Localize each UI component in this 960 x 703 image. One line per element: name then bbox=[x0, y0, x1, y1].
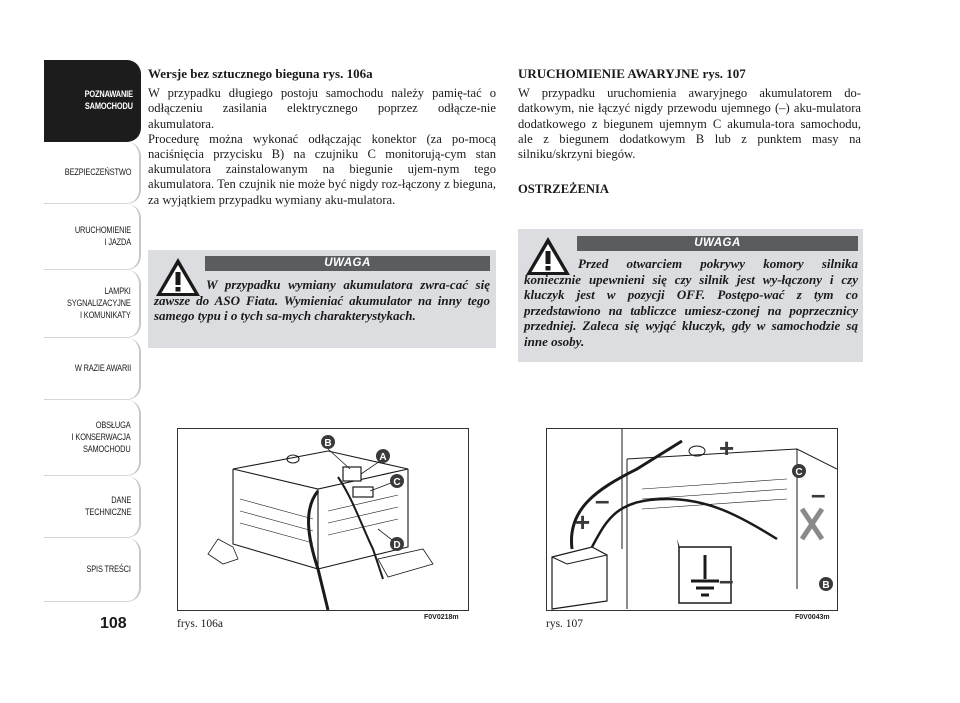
callout-c: C bbox=[390, 474, 404, 488]
tab-obsluga-i-konserwacja[interactable]: OBSŁUGA I KONSERWACJA SAMOCHODU bbox=[44, 400, 141, 476]
battery-illustration: B A C D bbox=[207, 435, 434, 610]
section-heading: URUCHOMIENIE AWARYJNE rys. 107 bbox=[518, 66, 746, 81]
figure-battery-connector: B A C D bbox=[177, 428, 469, 611]
right-column: URUCHOMIENIE AWARYJNE rys. 107 W przypad… bbox=[518, 66, 861, 197]
callout-b: B bbox=[819, 577, 833, 591]
svg-text:D: D bbox=[393, 540, 400, 551]
note-label: UWAGA bbox=[577, 236, 858, 251]
warning-note-battery: UWAGA W przypadku wymiany akumulatora zw… bbox=[148, 250, 496, 348]
tab-dane-techniczne[interactable]: DANE TECHNICZNE bbox=[44, 476, 141, 538]
note-text: Przed otwarciem pokrywy komory silnika k… bbox=[524, 256, 858, 349]
tab-lampki-sygnalizacyjne[interactable]: LAMPKI SYGNALIZACYJNE I KOMUNIKATY bbox=[44, 270, 141, 338]
note-label: UWAGA bbox=[205, 256, 490, 271]
page-number: 108 bbox=[100, 615, 127, 632]
svg-text:C: C bbox=[795, 467, 802, 478]
warnings-heading: OSTRZEŻENIA bbox=[518, 182, 609, 197]
callout-b: B bbox=[321, 435, 335, 449]
section-heading: Wersje bez sztucznego bieguna rys. 106a bbox=[148, 66, 373, 81]
tab-spis-tresci[interactable]: SPIS TREŚCI bbox=[44, 538, 141, 602]
minus-symbol: – bbox=[595, 485, 609, 515]
figure-code: F0V0218m bbox=[424, 614, 459, 621]
jump-start-illustration: + – + – – C B bbox=[551, 429, 837, 610]
warning-triangle-icon bbox=[156, 258, 200, 296]
figure-code: F0V0043m bbox=[795, 614, 830, 621]
callout-d: D bbox=[390, 537, 404, 551]
paragraph: Procedurę można wykonać odłączając konek… bbox=[148, 131, 496, 207]
plus-symbol: + bbox=[575, 507, 590, 537]
svg-text:B: B bbox=[822, 580, 829, 591]
svg-text:C: C bbox=[393, 477, 400, 488]
paragraph: W przypadku długiego postoju samochodu n… bbox=[148, 86, 496, 131]
minus-symbol: – bbox=[811, 479, 825, 509]
figure-caption: rys. 107 bbox=[546, 618, 584, 630]
tab-uruchomienie-i-jazda[interactable]: URUCHOMIENIE I JAZDA bbox=[44, 204, 141, 270]
callout-c: C bbox=[792, 464, 806, 478]
svg-text:A: A bbox=[379, 452, 386, 463]
minus-symbol: – bbox=[719, 565, 733, 595]
figure-caption: frys. 106a bbox=[177, 618, 223, 630]
tab-poznawanie-samochodu[interactable]: POZNAWANIE SAMOCHODU bbox=[44, 60, 141, 142]
warning-note-engine: UWAGA Przed otwarciem pokrywy komory sil… bbox=[518, 229, 863, 362]
tab-bezpieczenstwo[interactable]: BEZPIECZEŃSTWO bbox=[44, 142, 141, 204]
svg-text:B: B bbox=[324, 438, 331, 449]
warning-triangle-icon bbox=[526, 237, 570, 275]
left-column: Wersje bez sztucznego bieguna rys. 106a … bbox=[148, 66, 496, 208]
callout-a: A bbox=[376, 449, 390, 463]
auxiliary-battery bbox=[551, 546, 608, 610]
paragraph: W przypadku uruchomienia awaryjnego akum… bbox=[518, 86, 861, 162]
tab-w-razie-awarii[interactable]: W RAZIE AWARII bbox=[44, 338, 141, 400]
note-text: W przypadku wymiany akumulatora zwra-cać… bbox=[154, 277, 490, 323]
figure-jump-start: + – + – – C B bbox=[546, 428, 838, 611]
plus-symbol: + bbox=[719, 433, 734, 463]
